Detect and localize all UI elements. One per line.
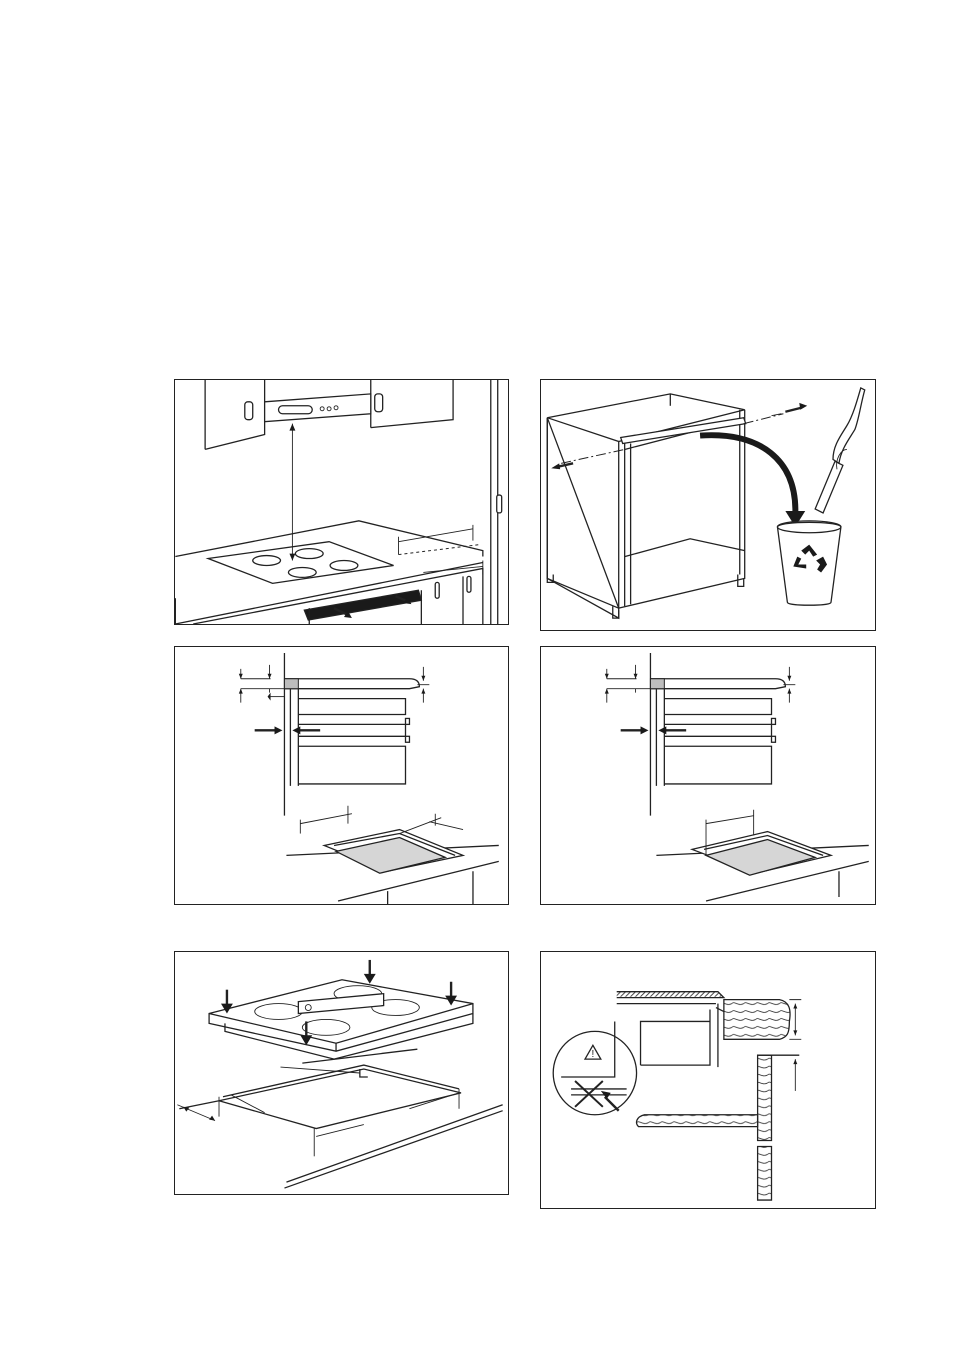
cabinet-crossbar-recycle-illustration [541,380,875,630]
hob-insertion-illustration [175,952,508,1194]
panel-cutout-oven-a [174,646,509,905]
hob-cutout-over-oven-illustration [175,647,508,904]
panel-hood-clearance [174,379,509,625]
panel-worktop-section: ! [540,951,876,1209]
svg-text:!: ! [592,1049,595,1060]
worktop-section-warning-illustration: ! [541,952,875,1208]
panel-remove-crossbar [540,379,876,631]
panel-place-hob [174,951,509,1195]
hood-above-hob-illustration [175,380,508,624]
hob-cutout-over-oven-illustration [541,647,875,904]
panel-cutout-oven-b [540,646,876,905]
